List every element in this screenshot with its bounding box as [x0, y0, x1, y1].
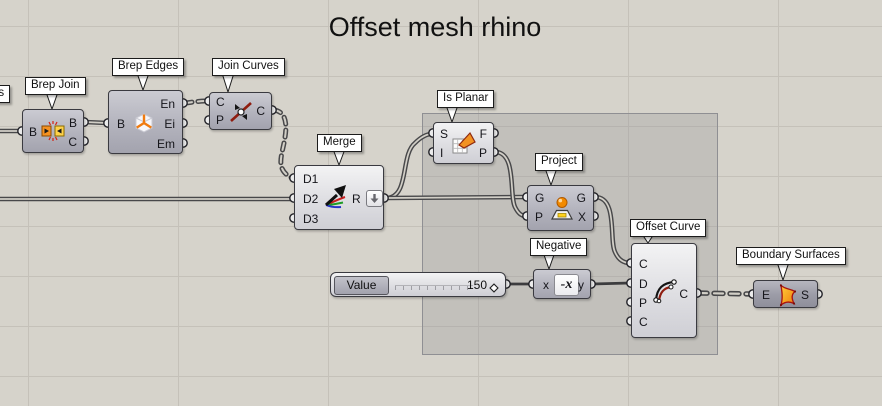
is-planar-icon: [450, 130, 478, 162]
label-brep-edges: Brep Edges: [112, 58, 185, 76]
label-merge: Merge: [317, 134, 362, 152]
slider-handle[interactable]: [489, 280, 499, 298]
slider-name-label: Value: [334, 276, 389, 295]
component-is-planar[interactable]: S I F P: [433, 122, 494, 164]
boundary-surfaces-icon: [774, 283, 800, 312]
port-label: G: [535, 191, 545, 205]
brep-join-icon: [39, 119, 67, 148]
wire-merge-to-isplanar[interactable]: [383, 131, 435, 201]
port-label: C: [68, 135, 77, 149]
port-label: D2: [303, 192, 319, 206]
wire-negative-to-offsetcurve[interactable]: [590, 281, 632, 286]
canvas-title: Offset mesh rhino: [328, 12, 542, 42]
label-negative: Negative: [530, 238, 588, 256]
port-label: y: [578, 278, 584, 292]
label-brep-join: Brep Join: [25, 77, 86, 95]
port-label: B: [68, 116, 77, 130]
port-label: C: [639, 257, 648, 271]
component-brep-join[interactable]: B B C: [22, 109, 84, 153]
wire-offsetcurve-to-boundary[interactable]: [695, 290, 755, 297]
port-label: D: [639, 277, 648, 291]
port-label: X: [577, 210, 586, 224]
component-project[interactable]: G P G X: [527, 185, 594, 231]
flatten-arrow-icon[interactable]: [366, 190, 383, 207]
port-label: C: [256, 104, 265, 118]
wire-isplanar-to-project[interactable]: [492, 149, 529, 219]
label-is-planar: Is Planar: [437, 90, 495, 108]
label-join-curves: Join Curves: [212, 58, 285, 76]
slider-track[interactable]: [395, 285, 473, 291]
port-label: Ei: [164, 117, 175, 131]
component-negative[interactable]: x -x y: [533, 269, 591, 299]
clipped-component-label: es: [0, 85, 11, 103]
component-offset-curve[interactable]: C D P C C: [631, 243, 697, 338]
port-label: En: [160, 97, 175, 111]
port-label: E: [762, 288, 771, 302]
port-label: D3: [303, 212, 319, 226]
port-label: I: [440, 146, 444, 160]
port-label: C: [216, 95, 225, 109]
port-label: C: [639, 315, 648, 329]
label-project: Project: [535, 153, 583, 171]
negative-icon: -x: [554, 274, 579, 296]
brep-edges-icon: [131, 110, 157, 141]
port-label: P: [478, 146, 487, 160]
wire-brepedges-to-joincurves[interactable]: [182, 98, 210, 106]
wire-project-to-offsetcurve[interactable]: [592, 194, 633, 266]
port-label: x: [543, 278, 549, 292]
port-label: R: [352, 192, 361, 206]
port-label: C: [679, 287, 688, 301]
port-label: B: [29, 125, 38, 139]
slider-value: 150: [466, 278, 487, 292]
component-boundary-surfaces[interactable]: E S: [753, 280, 818, 308]
port-label: B: [117, 117, 126, 131]
component-merge[interactable]: D1 D2 D3 R: [294, 165, 384, 230]
join-curves-icon: [227, 100, 255, 129]
port-label: S: [440, 127, 449, 141]
port-label: S: [800, 288, 809, 302]
component-join-curves[interactable]: C P C: [209, 92, 272, 130]
label-boundary-surfaces: Boundary Surfaces: [736, 247, 846, 265]
merge-icon: [321, 183, 351, 216]
offset-curve-icon: [649, 275, 679, 310]
component-brep-edges[interactable]: B En Ei Em: [108, 90, 183, 154]
number-slider[interactable]: Value 150: [330, 272, 506, 297]
port-label: G: [576, 191, 586, 205]
port-label: F: [479, 127, 487, 141]
label-offset-curve: Offset Curve: [630, 219, 707, 237]
port-label: P: [639, 296, 648, 310]
wire-joincurves-to-merge-d1[interactable]: [271, 107, 295, 181]
port-label: D1: [303, 172, 319, 186]
port-label: Em: [157, 137, 175, 151]
project-icon: [549, 193, 575, 228]
port-label: P: [216, 113, 225, 127]
wire-merge-to-project[interactable]: [383, 194, 529, 201]
port-label: P: [535, 210, 544, 224]
